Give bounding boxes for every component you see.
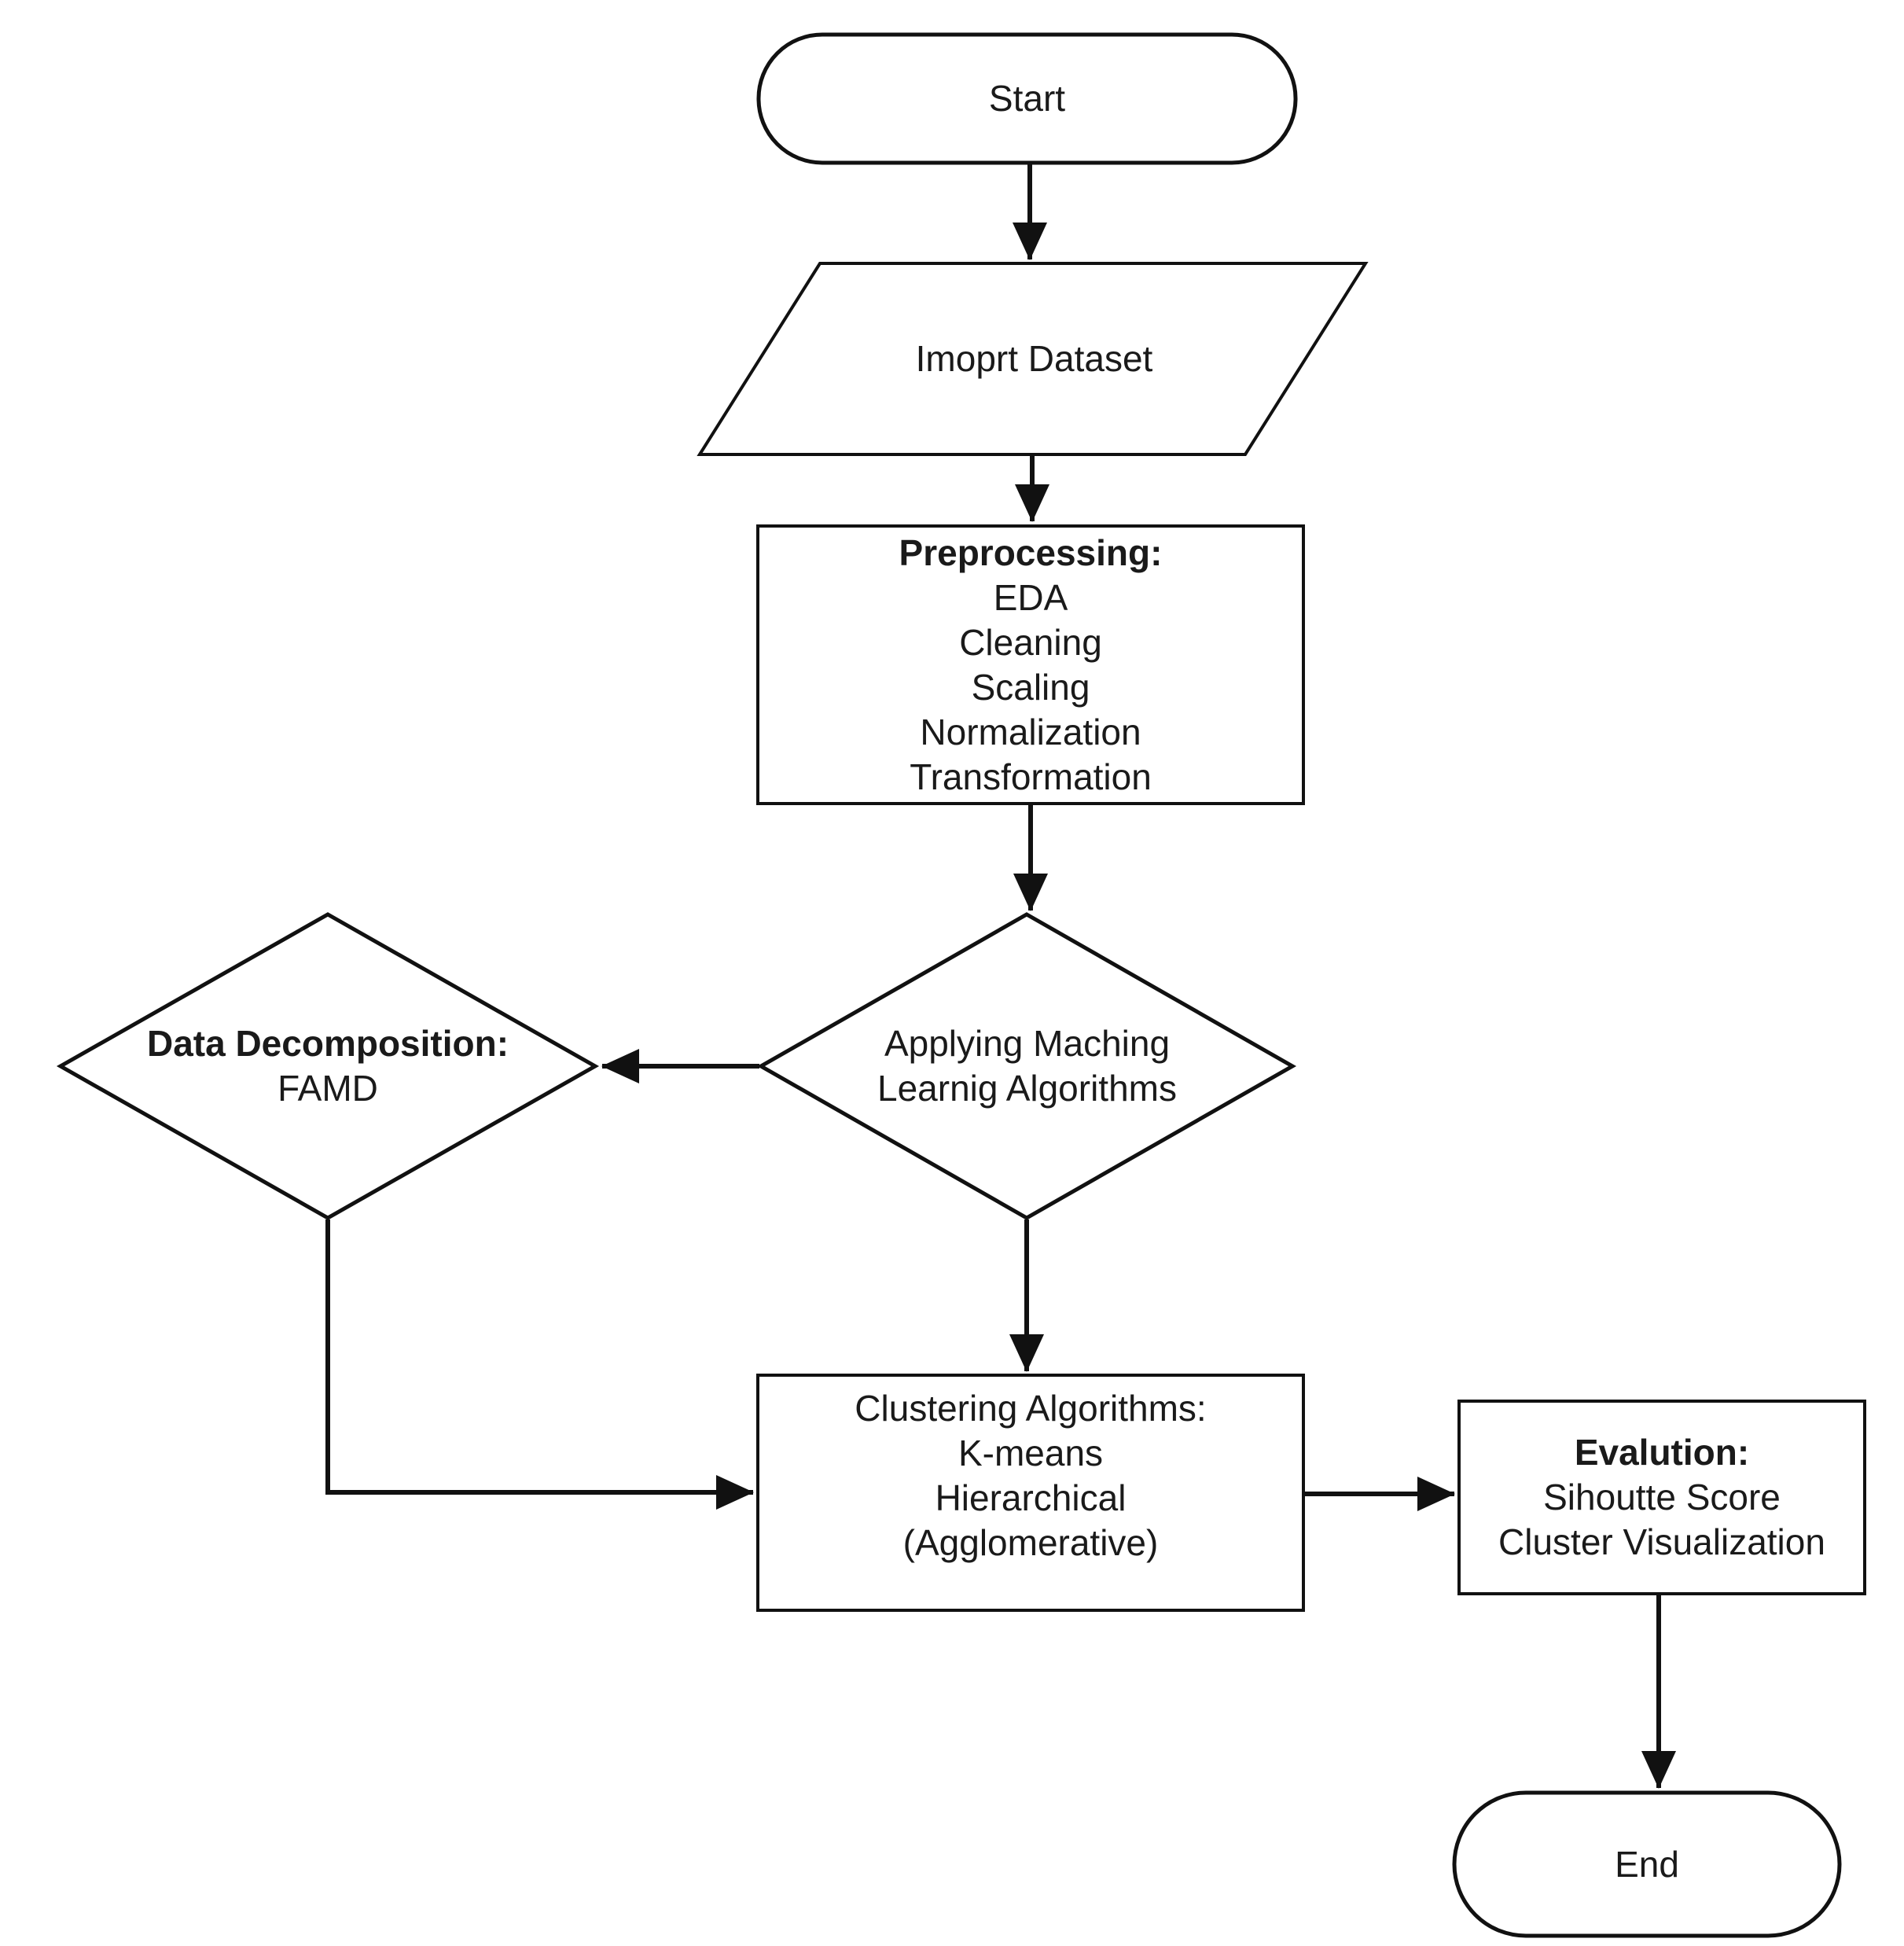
ml-decision-line-2: Learnig Algorithms [877,1068,1177,1109]
end-terminator-shape [1452,1790,1842,1938]
preprocessing-title-text: Preprocessing: [899,532,1163,573]
data-decomposition-title-text: Data Decomposition: [146,1023,509,1064]
clustering-rectangle-shape [756,1374,1305,1612]
evaluation-line-visualization: Cluster Visualization [1498,1521,1825,1562]
connector-data-decomposition-to-clustering [325,1219,754,1510]
start-label-text: Start [988,78,1066,119]
end-label: End [1454,1793,1840,1936]
preprocessing-rectangle-shape [756,524,1305,805]
evaluation-line-silhouette: Sihoutte Score [1543,1477,1781,1517]
clustering-line-hierarchical: Hierarchical [935,1477,1127,1518]
import-dataset-label: Imoprt Dataset [700,263,1369,454]
data-decomposition-line-famd: FAMD [278,1068,378,1109]
ml-decision-diamond-shape [756,912,1297,1220]
import-dataset-parallelogram-shape [697,262,1369,456]
clustering-line-kmeans: K-means [958,1433,1104,1473]
evaluation-rectangle-shape [1457,1400,1866,1595]
clustering-line-title: Clustering Algorithms: [855,1388,1207,1429]
data-decomposition-label: Data Decomposition: FAMD [61,914,595,1218]
preprocessing-label: Preprocessing: EDA Cleaning Scaling Norm… [758,526,1303,804]
data-decomposition-diamond-shape [56,912,600,1220]
start-terminator-shape [756,32,1298,165]
preprocessing-line-cleaning: Cleaning [959,621,1102,663]
preprocessing-line-scaling: Scaling [971,666,1090,708]
end-label-text: End [1615,1843,1679,1885]
ml-decision-line-1: Applying Maching [884,1023,1171,1064]
preprocessing-line-transformation: Transformation [910,756,1152,797]
start-label: Start [759,35,1296,163]
preprocessing-line-normalization: Normalization [920,711,1141,752]
preprocessing-line-eda: EDA [993,576,1068,618]
ml-decision-label: Applying Maching Learnig Algorithms [761,914,1293,1218]
evaluation-label: Evalution: Sihoutte Score Cluster Visual… [1459,1401,1865,1594]
evaluation-title-text: Evalution: [1574,1432,1750,1473]
clustering-line-agglomerative: (Agglomerative) [902,1522,1159,1563]
clustering-label: Clustering Algorithms: K-means Hierarchi… [758,1375,1303,1610]
import-dataset-label-text: Imoprt Dataset [915,338,1153,379]
